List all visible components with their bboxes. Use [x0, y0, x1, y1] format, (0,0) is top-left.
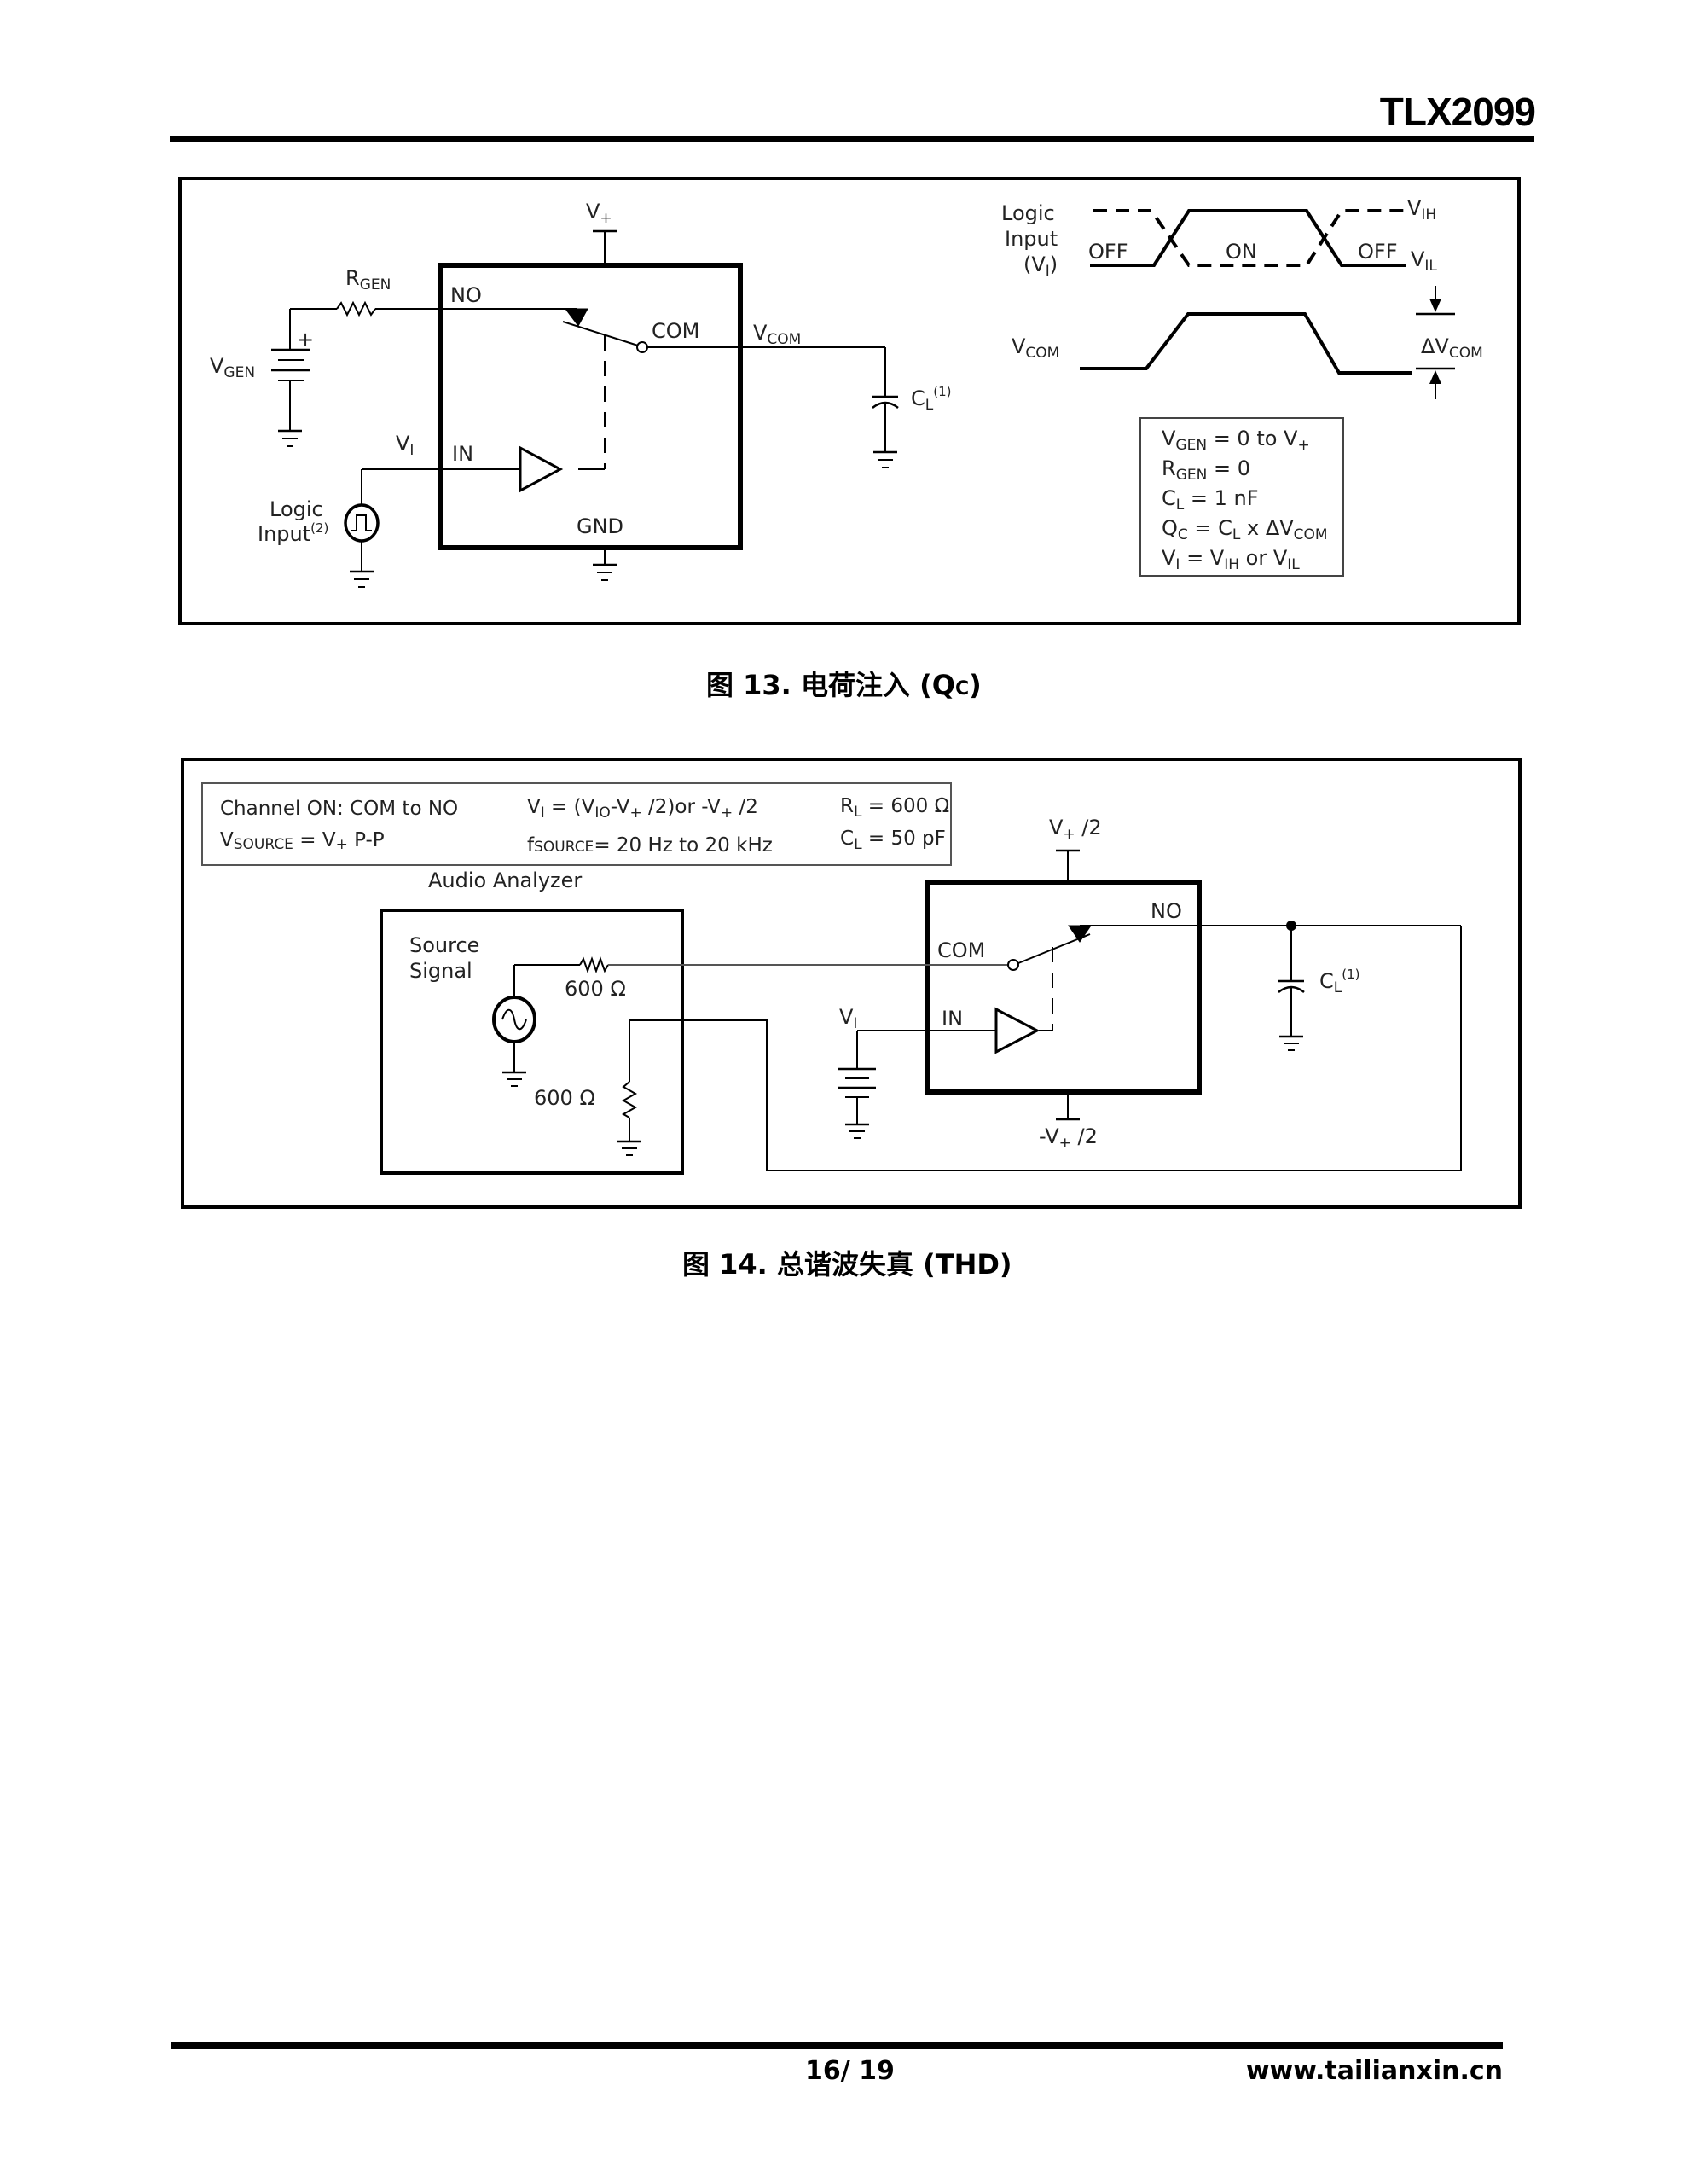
- label-vminus-half: -V+ /2: [1039, 1124, 1098, 1152]
- ground-symbol-chip: [593, 563, 617, 581]
- note-fsource: fSOURCE= 20 Hz to 20 kHz: [527, 834, 773, 857]
- label-vi: VI: [839, 1005, 857, 1032]
- label-in: IN: [942, 1007, 963, 1031]
- label-logic-input-line1: Logic: [270, 497, 323, 521]
- label-vi: VI: [396, 432, 414, 459]
- com-terminal: [1007, 959, 1019, 971]
- label-vcom: VCOM: [753, 321, 801, 348]
- pulse-icon: [351, 514, 372, 531]
- timing-label-vcom: VCOM: [1012, 334, 1059, 362]
- switch-ic-body: [925, 880, 1202, 1095]
- figure-13-conditions-box: [1139, 417, 1344, 577]
- condition-line: CL = 1 nF: [1162, 486, 1259, 514]
- page-number: 16/ 19: [805, 2056, 895, 2086]
- figure-14-notes-box: [201, 782, 952, 866]
- ground-symbol-vgen: [278, 429, 302, 447]
- condition-line: VGEN = 0 to V+: [1162, 427, 1310, 454]
- ground-symbol-logic: [350, 570, 374, 588]
- note-channel-on: Channel ON: COM to NO: [220, 798, 458, 820]
- timing-logic-input-waveform: [1090, 209, 1406, 267]
- website-link[interactable]: www.tailianxin.cn: [1245, 2056, 1503, 2086]
- condition-line: QC = CL x ΔVCOM: [1162, 516, 1328, 543]
- note-cl: CL = 50 pF: [840, 828, 946, 853]
- timing-label-vil: VIL: [1411, 247, 1437, 275]
- battery-vi: [838, 1067, 876, 1098]
- label-no: NO: [450, 283, 482, 307]
- label-vplus-half: V+ /2: [1049, 816, 1102, 843]
- label-r-load: 600 Ω: [534, 1086, 595, 1110]
- timing-vcom-waveform: [1080, 312, 1412, 375]
- timing-label-on: ON: [1226, 240, 1257, 264]
- audio-analyzer-box: [380, 909, 684, 1175]
- ground-symbol-vi: [845, 1123, 869, 1139]
- switch-contact-arrow: [1068, 925, 1092, 943]
- label-audio-analyzer: Audio Analyzer: [428, 868, 582, 892]
- battery-vgen: [271, 348, 310, 381]
- figure-14-caption: 图 14. 总谐波失真 (THD): [682, 1248, 1012, 1281]
- label-source-signal-1: Source: [409, 933, 479, 957]
- label-rgen: RGEN: [345, 266, 391, 293]
- figure-14-frame: [181, 758, 1522, 1209]
- label-r-source: 600 Ω: [565, 977, 626, 1001]
- logic-buffer-triangle: [519, 445, 564, 493]
- note-vi: VI = (VIO-V+ /2)or -V+ /2: [527, 796, 758, 822]
- timing-label-off-right: OFF: [1358, 240, 1398, 264]
- document-part-number: TLX2099: [1379, 90, 1536, 134]
- label-vgen: VGEN: [210, 354, 255, 381]
- note-vsource: VSOURCE = V+ P-P: [220, 829, 385, 853]
- label-cl: CL(1): [911, 384, 952, 414]
- logic-pulse-source: [344, 503, 380, 543]
- label-in: IN: [452, 442, 473, 466]
- com-terminal: [636, 341, 648, 353]
- label-source-signal-2: Signal: [409, 959, 472, 983]
- timing-label-logic: Logic: [1001, 201, 1055, 225]
- delta-vcom-marker: [1416, 286, 1455, 399]
- label-battery-plus: +: [297, 328, 314, 351]
- ground-symbol-load: [617, 1140, 641, 1156]
- resistor-source-600: [579, 956, 609, 973]
- label-logic-input-line2: Input(2): [258, 520, 328, 546]
- ground-symbol-source: [502, 1071, 526, 1087]
- timing-label-off-left: OFF: [1088, 240, 1128, 264]
- condition-line: VI = VIH or VIL: [1162, 546, 1300, 573]
- label-cl: CL(1): [1319, 967, 1360, 996]
- label-no: NO: [1151, 899, 1182, 923]
- ground-symbol-cl: [1279, 1035, 1303, 1051]
- figure-13-caption: 图 13. 电荷注入 (QC): [706, 669, 982, 701]
- timing-label-delta-vcom: ΔVCOM: [1421, 334, 1483, 362]
- condition-line: RGEN = 0: [1162, 456, 1250, 484]
- sine-wave-icon: [501, 1008, 527, 1031]
- figure-13-charge-injection-diagram: V+ RGEN NO COM VCOM + VGEN VI IN GND Log…: [178, 177, 1521, 625]
- label-vplus: V+: [586, 200, 612, 227]
- label-gnd: GND: [577, 514, 623, 538]
- figure-13-frame: [178, 177, 1521, 625]
- footer-rule: [171, 2042, 1503, 2049]
- return-wire: [629, 926, 1462, 1171]
- timing-label-input: Input: [1005, 227, 1058, 251]
- note-rl: RL = 600 Ω: [840, 795, 949, 821]
- figure-14-thd-diagram: Channel ON: COM to NO VSOURCE = V+ P-P V…: [181, 758, 1522, 1209]
- logic-buffer-triangle: [994, 1007, 1041, 1054]
- timing-label-vih: VIH: [1407, 196, 1436, 224]
- label-com: COM: [652, 319, 699, 343]
- ground-symbol-cl: [873, 450, 897, 468]
- resistor-rgen: [336, 300, 376, 317]
- header-rule: [170, 136, 1534, 142]
- switch-ic-body: [438, 263, 743, 550]
- resistor-load-600: [621, 1081, 638, 1118]
- switch-contact-arrow: [565, 308, 588, 327]
- label-com: COM: [937, 938, 985, 962]
- timing-label-vi: (VI): [1023, 253, 1058, 280]
